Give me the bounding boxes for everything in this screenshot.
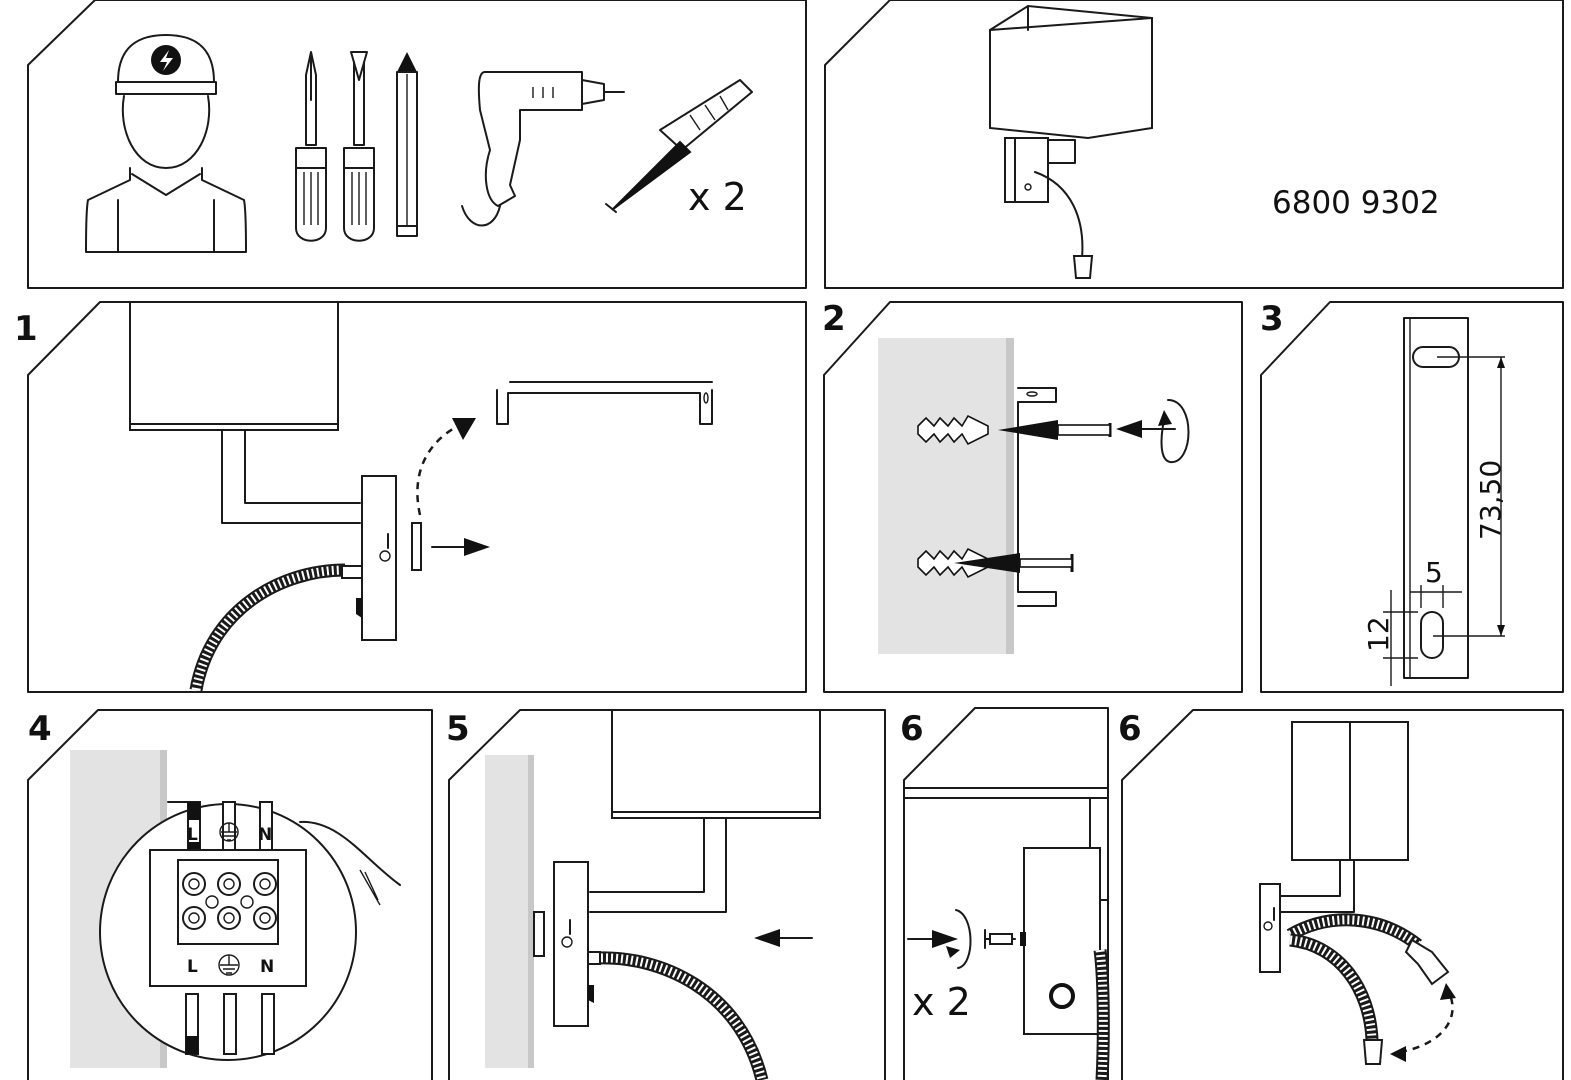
wall-plug-screw-icon	[605, 79, 753, 213]
live-terminal-label-bottom: L	[187, 957, 198, 977]
product-panel: 6800 9302	[824, 0, 1564, 289]
slot-height-dimension: 12	[1362, 616, 1395, 652]
mounting-bracket	[496, 381, 713, 425]
step-6b-number: 6	[1118, 709, 1142, 749]
step-3-panel: 3 73,50 5 12	[1260, 299, 1564, 693]
wall-lamp-illustration	[989, 4, 1153, 279]
phillips-screwdriver-icon	[295, 51, 327, 242]
step-4-panel: 4 L N L N	[27, 709, 433, 1080]
wall-surface	[878, 338, 1010, 654]
pencil-icon	[396, 52, 418, 237]
tools-multiplier: x 2	[688, 175, 747, 219]
step-2-panel: 2	[822, 299, 1243, 693]
step-6a-panel: 6 x 2	[900, 707, 1110, 1080]
slot-width-dimension: 5	[1425, 556, 1443, 589]
neutral-terminal-label-bottom: N	[260, 957, 274, 977]
step-1-panel: 1	[14, 301, 807, 693]
step-4-number: 4	[28, 709, 52, 749]
step-6a-number: 6	[900, 709, 924, 749]
model-code: 6800 9302	[1272, 185, 1440, 221]
step-1-number: 1	[14, 309, 38, 349]
neutral-terminal-label: N	[258, 825, 272, 845]
electrician-icon	[85, 34, 247, 253]
live-terminal-label: L	[187, 825, 198, 845]
drill-icon	[461, 71, 625, 227]
flat-screwdriver-icon	[343, 51, 375, 242]
step-2-number: 2	[822, 299, 846, 339]
terminal-block	[177, 859, 279, 945]
wires-bottom	[185, 993, 275, 1055]
step-3-number: 3	[1260, 299, 1284, 339]
step-5-number: 5	[446, 709, 470, 749]
tools-panel: x 2	[27, 0, 807, 289]
step-6b-panel: 6	[1118, 709, 1564, 1080]
step-5-panel: 5	[446, 709, 886, 1080]
hole-spacing-dimension: 73,50	[1474, 460, 1507, 540]
step-6-multiplier: x 2	[912, 980, 971, 1024]
